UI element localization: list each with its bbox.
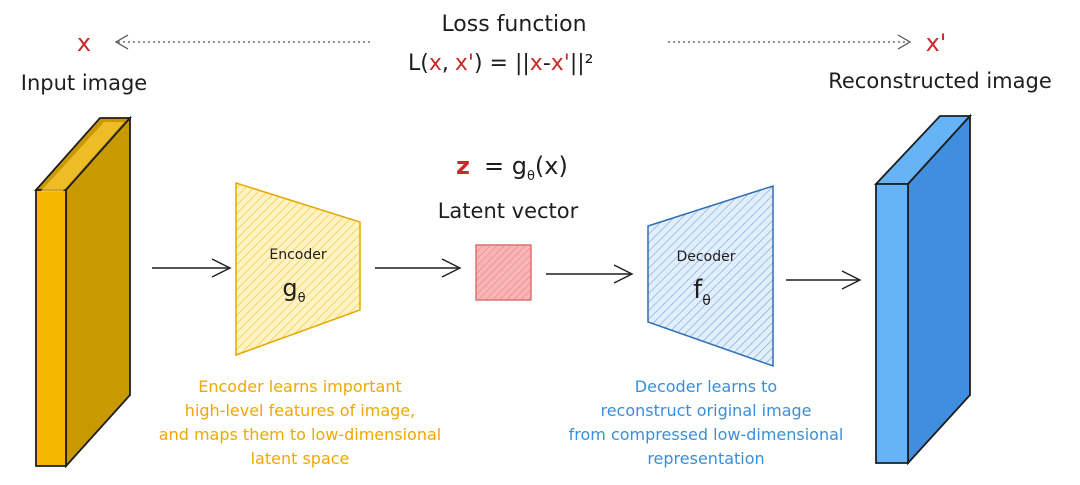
output-symbol: x' bbox=[926, 29, 947, 57]
arrow-latent-to-decoder bbox=[546, 264, 634, 284]
loss-left-dotted-arrow bbox=[114, 34, 370, 50]
loss-eq-xprime2: x' bbox=[551, 51, 570, 76]
decoder-note: Decoder learns to reconstruct original i… bbox=[569, 377, 844, 468]
loss-eq-x2: x bbox=[530, 51, 543, 76]
decoder-note-line: Decoder learns to bbox=[635, 377, 777, 396]
decoder-note-line: representation bbox=[647, 449, 764, 468]
loss-eq-xprime: x' bbox=[455, 51, 474, 76]
encoder-block bbox=[235, 181, 361, 357]
latent-z: z bbox=[456, 152, 470, 180]
input-symbol: x bbox=[77, 29, 91, 57]
encoder-note-line: high-level features of image, bbox=[185, 401, 415, 420]
loss-eq-dash: - bbox=[543, 51, 551, 76]
svg-text:L(x,x') = ||x-x'||²: L(x,x') = ||x-x'||² bbox=[408, 51, 594, 76]
encoder-function: gθ bbox=[282, 274, 305, 306]
latent-vector-label: Latent vector bbox=[438, 199, 579, 223]
input-image-block bbox=[33, 115, 133, 469]
arrow-decoder-to-output bbox=[786, 270, 862, 290]
loss-eq-mid: ) = || bbox=[474, 51, 530, 76]
loss-eq-l: L( bbox=[408, 51, 429, 76]
loss-eq-end: ||² bbox=[570, 51, 594, 76]
loss-equation: L(x,x') = ||x-x'||² bbox=[408, 51, 594, 76]
decoder-note-line: from compressed low-dimensional bbox=[569, 425, 844, 444]
encoder-note: Encoder learns important high-level feat… bbox=[159, 377, 441, 468]
loss-eq-x: x bbox=[429, 51, 442, 76]
latent-vector-block bbox=[475, 244, 532, 301]
arrow-input-to-encoder bbox=[152, 258, 232, 278]
encoder-title: Encoder bbox=[269, 247, 326, 263]
encoder-note-line: Encoder learns important bbox=[198, 377, 402, 396]
latent-equation: z= gθ(x) bbox=[456, 152, 568, 184]
decoder-note-line: reconstruct original image bbox=[600, 401, 811, 420]
reconstructed-image-label: Reconstructed image bbox=[828, 69, 1052, 93]
decoder-block bbox=[647, 184, 774, 368]
loss-function-title: Loss function bbox=[441, 12, 586, 37]
reconstructed-image-block bbox=[873, 113, 973, 466]
loss-right-dotted-arrow bbox=[668, 34, 912, 50]
input-image-label: Input image bbox=[21, 71, 147, 95]
encoder-note-line: latent space bbox=[251, 449, 350, 468]
arrow-encoder-to-latent bbox=[375, 258, 462, 278]
loss-eq-comma: , bbox=[442, 51, 449, 76]
decoder-title: Decoder bbox=[677, 249, 736, 265]
decoder-function: fθ bbox=[693, 275, 711, 309]
encoder-note-line: and maps them to low-dimensional bbox=[159, 425, 441, 444]
